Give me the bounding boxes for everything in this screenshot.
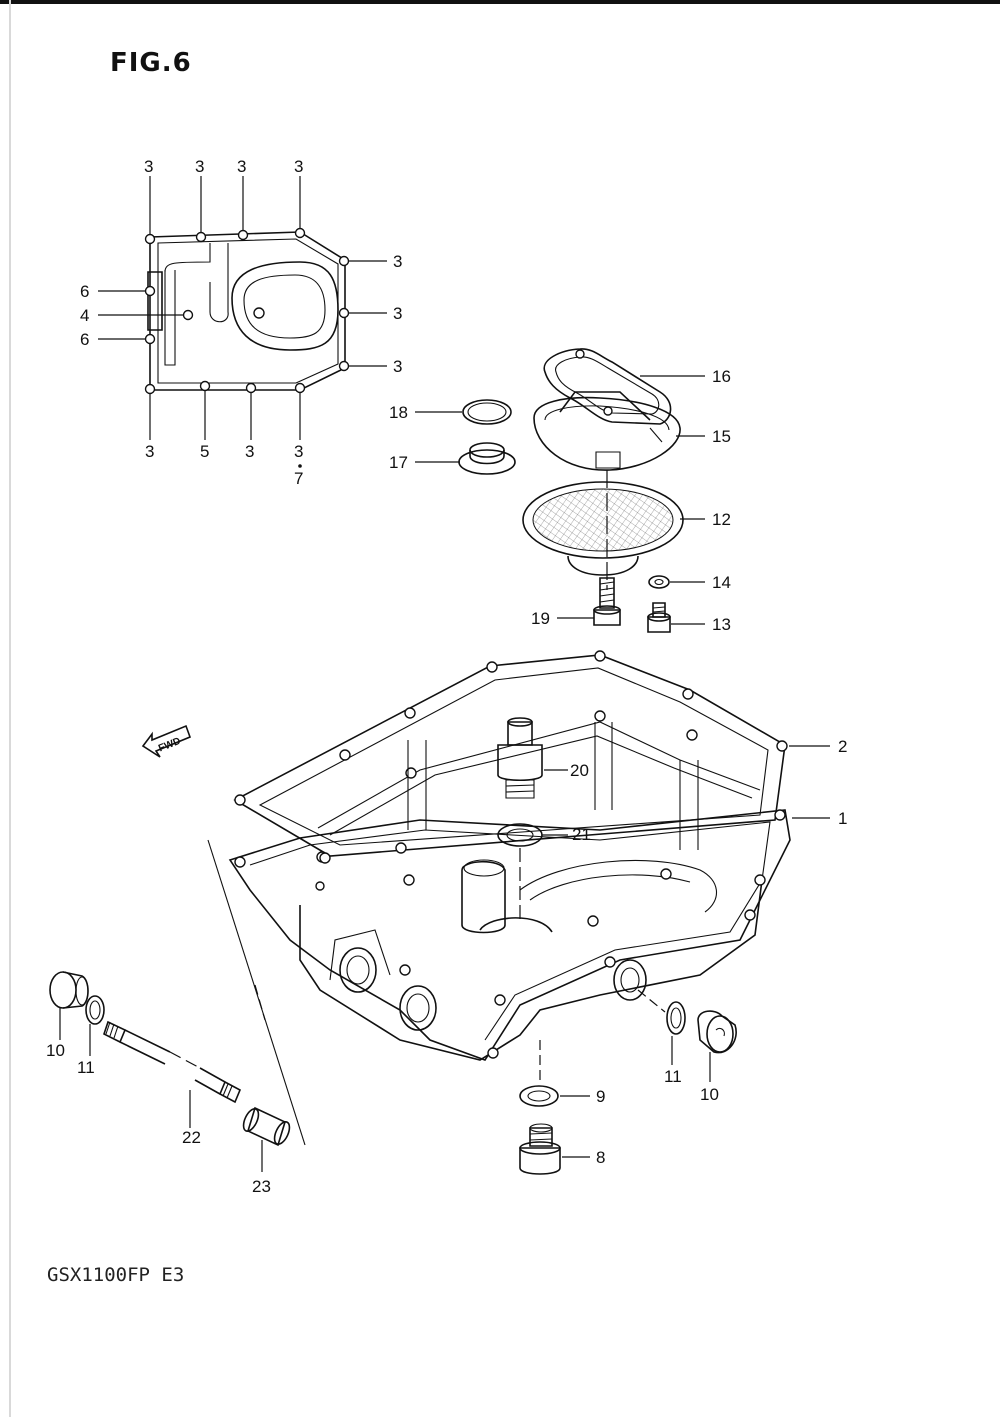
callout-3: 3 xyxy=(237,157,246,176)
cap-23 xyxy=(242,1106,291,1147)
callout-6: 6 xyxy=(80,330,89,349)
oil-strainer-screen xyxy=(522,481,684,576)
callout-3: 3 xyxy=(144,157,153,176)
callout-5: 5 xyxy=(200,442,209,461)
callout-3: 3 xyxy=(245,442,254,461)
callout-2: 2 xyxy=(838,737,847,756)
oil-pan-bolt-holes xyxy=(234,809,786,1059)
strainer-washer-14 xyxy=(648,575,670,589)
callout-17: 17 xyxy=(389,453,408,472)
callout-3: 3 xyxy=(294,442,303,461)
callout-3: 3 xyxy=(145,442,154,461)
callout-22: 22 xyxy=(182,1128,201,1147)
top-border xyxy=(0,0,1000,4)
oil-pan xyxy=(228,722,791,1061)
callout-3: 3 xyxy=(393,304,402,323)
callout-11: 11 xyxy=(664,1067,682,1086)
fwd-label: FWD xyxy=(157,736,182,755)
strainer-cap-gasket xyxy=(543,348,672,425)
callout-3: 3 xyxy=(195,157,204,176)
o-ring-18 xyxy=(462,399,512,425)
oil-pipe-22 xyxy=(103,1020,242,1104)
plug-10-right xyxy=(697,1010,737,1054)
seal-17 xyxy=(458,442,516,475)
plug-10-left xyxy=(49,971,89,1009)
callout-15: 15 xyxy=(712,427,731,446)
callout-19: 19 xyxy=(531,609,550,628)
washer-11-right xyxy=(666,1001,686,1035)
callout-9: 9 xyxy=(596,1087,605,1106)
drain-plug-8 xyxy=(519,1123,561,1175)
forward-direction-arrow: FWD xyxy=(141,724,192,758)
drain-gasket-9 xyxy=(519,1085,559,1107)
callout-18: 18 xyxy=(389,403,408,422)
gasket-plate-top-view xyxy=(144,227,350,395)
oil-pressure-switch xyxy=(497,717,543,799)
figure-title: FIG.6 xyxy=(110,48,192,78)
callout-6: 6 xyxy=(80,282,89,301)
gasket-leader-lines xyxy=(98,176,387,440)
callout-12: 12 xyxy=(712,510,731,529)
callout-21: 21 xyxy=(572,825,591,844)
strainer-bolt-13 xyxy=(647,602,671,633)
callout-10: 10 xyxy=(46,1041,65,1060)
callout-13: 13 xyxy=(712,615,731,634)
callout-16: 16 xyxy=(712,367,731,386)
callout-3: 3 xyxy=(393,357,402,376)
callout-1: 1 xyxy=(838,809,847,828)
callout-4: 4 xyxy=(80,306,89,325)
strainer-bolt xyxy=(593,577,621,626)
strainer-leader-lines xyxy=(415,375,705,625)
callout-8: 8 xyxy=(596,1148,605,1167)
callout-20: 20 xyxy=(570,761,589,780)
callout-3: 3 xyxy=(294,157,303,176)
oil-pipe-assembly xyxy=(49,839,306,1147)
callout-3: 3 xyxy=(393,252,402,271)
oil-strainer-cap xyxy=(533,391,681,471)
callout-7: 7 xyxy=(294,469,303,488)
callout-10: 10 xyxy=(700,1085,719,1104)
callout-11: 11 xyxy=(77,1058,95,1077)
binding-edge xyxy=(9,0,11,1417)
washer-11-left xyxy=(85,995,105,1025)
gasket-bolt-holes xyxy=(144,227,350,395)
callout-separator-dot xyxy=(298,464,302,468)
callout-23: 23 xyxy=(252,1177,271,1196)
callout-14: 14 xyxy=(712,573,731,592)
model-code: GSX1100FP E3 xyxy=(47,1264,185,1286)
gasket-bolt-holes xyxy=(234,650,788,863)
